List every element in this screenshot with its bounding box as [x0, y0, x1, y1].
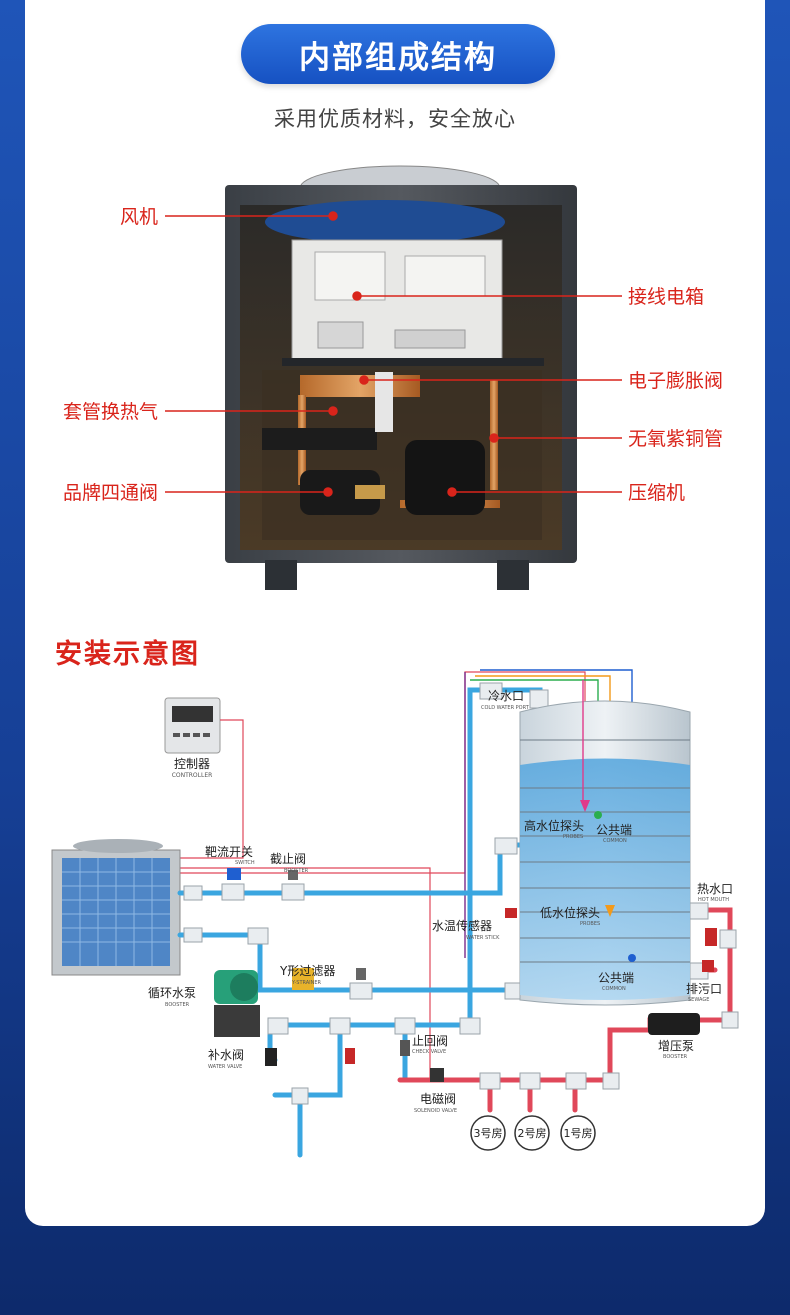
label-compressor: 压缩机	[628, 482, 685, 504]
label-expansion-valve: 电子膨胀阀	[628, 370, 723, 392]
page-subtitle: 采用优质材料，安全放心	[274, 107, 516, 131]
label-fan: 风机	[120, 206, 158, 228]
fan-blades	[265, 200, 505, 244]
label-exchanger: 套管换热气	[63, 401, 158, 423]
page-title: 内部组成结构	[241, 24, 555, 84]
heat-exchanger	[262, 428, 377, 450]
compressor	[405, 440, 485, 515]
label-electric-box: 接线电箱	[628, 286, 704, 308]
label-four-way-valve: 品牌四通阀	[63, 482, 158, 504]
structure-illustration: 风机 套管换热气 品牌四通阀 接线电箱 电子膨胀阀 无氧紫铜管 压缩机	[63, 165, 723, 590]
four-way-valve	[355, 485, 385, 499]
label-copper-pipe: 无氧紫铜管	[628, 428, 723, 450]
install-section-title: 安装示意图	[55, 639, 200, 670]
